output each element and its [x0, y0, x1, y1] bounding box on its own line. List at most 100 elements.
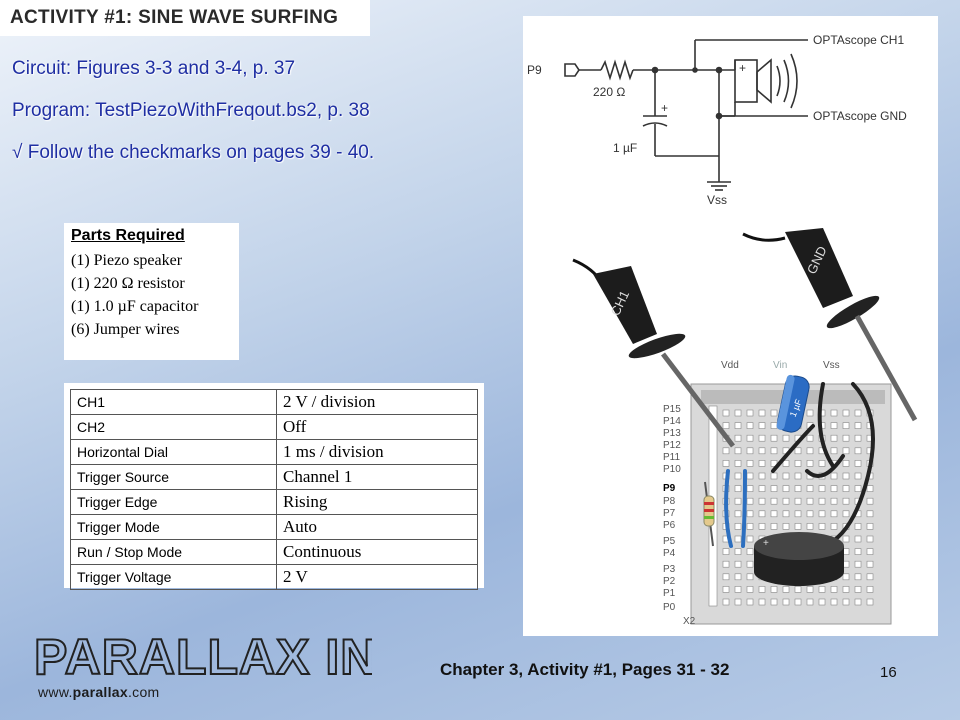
breadboard-hole — [866, 586, 874, 593]
breadboard-hole — [758, 485, 766, 492]
breadboard-hole — [746, 598, 754, 606]
pin-label: X2 — [683, 616, 696, 627]
breadboard-hole — [806, 460, 814, 467]
breadboard-hole — [746, 447, 754, 455]
jumper-wire — [805, 454, 845, 478]
parts-item: (1) 1.0 µF capacitor — [71, 298, 199, 315]
pin-label: P0 — [663, 602, 676, 613]
pin-label: P6 — [663, 520, 676, 531]
header-label: Vdd — [721, 360, 739, 371]
breadboard-hole — [830, 510, 838, 518]
breadboard-hole — [866, 497, 874, 505]
setting-key: Run / Stop Mode — [70, 539, 277, 565]
pin-label: P5 — [663, 536, 676, 547]
breadboard-hole — [782, 434, 790, 442]
pin-label: P3 — [663, 564, 676, 575]
setting-key: Trigger Source — [70, 464, 277, 490]
breadboard-hole — [794, 460, 802, 467]
breadboard-hole — [806, 497, 814, 505]
breadboard-hole — [722, 447, 730, 455]
pin-connector-icon — [564, 63, 580, 77]
program-line: Program: TestPiezoWithFreqout.bs2, p. 38 — [12, 100, 370, 121]
breadboard-hole — [722, 586, 730, 593]
breadboard-hole — [782, 497, 790, 505]
breadboard-hole — [830, 472, 838, 480]
parts-item: (1) 220 Ω resistor — [71, 275, 185, 292]
setting-key: CH2 — [70, 414, 277, 440]
breadboard-hole — [722, 598, 730, 606]
breadboard-hole — [758, 434, 766, 442]
chapter-reference: Chapter 3, Activity #1, Pages 31 - 32 — [440, 660, 730, 679]
breadboard-hole — [782, 460, 790, 467]
breadboard-hole — [806, 447, 814, 455]
breadboard-hole — [782, 485, 790, 492]
breadboard-hole — [830, 434, 838, 442]
pin-label: P10 — [663, 464, 681, 475]
breadboard-hole — [842, 573, 850, 581]
breadboard-hole — [782, 510, 790, 518]
breadboard-hole — [854, 573, 862, 581]
logo-wordmark: PARALLAX INC — [34, 632, 372, 684]
breadboard-hole — [854, 548, 862, 555]
breadboard-hole — [758, 447, 766, 455]
resistor-label: 220 Ω — [593, 85, 625, 99]
breadboard-hole — [854, 447, 862, 455]
breadboard-hole — [770, 598, 778, 606]
breadboard-hole — [854, 460, 862, 467]
jumper-wire — [817, 382, 835, 468]
parts-item: (6) Jumper wires — [71, 321, 180, 338]
piezo-speaker-icon: + — [754, 532, 844, 586]
breadboard-hole — [854, 523, 862, 530]
pin-label: P15 — [663, 404, 681, 415]
breadboard-hole — [746, 535, 754, 543]
breadboard-hole — [794, 598, 802, 606]
gnd-label: OPTAscope GND — [813, 109, 907, 123]
breadboard-hole — [770, 510, 778, 518]
breadboard-hole — [794, 485, 802, 492]
breadboard-hole — [830, 497, 838, 505]
breadboard-hole — [842, 422, 850, 429]
parts-item: (1) Piezo speaker — [71, 252, 183, 269]
breadboard-hole — [734, 434, 742, 442]
breadboard-hole — [734, 598, 742, 606]
breadboard-hole — [818, 497, 826, 505]
breadboard-hole — [866, 598, 874, 606]
parts-required-box: Parts Required (1) Piezo speaker (1) 220… — [64, 223, 239, 360]
breadboard-hole — [734, 510, 742, 518]
breadboard-hole — [770, 523, 778, 530]
setting-key: CH1 — [70, 389, 277, 415]
breadboard-hole — [758, 523, 766, 530]
breadboard-hole — [794, 523, 802, 530]
breadboard-hole — [806, 409, 814, 417]
breadboard-hole — [722, 422, 730, 429]
breadboard-hole — [866, 523, 874, 530]
breadboard-hole — [746, 460, 754, 467]
breadboard-hole — [758, 460, 766, 467]
breadboard-hole — [854, 472, 862, 480]
breadboard-hole — [734, 472, 742, 480]
capacitor-label: 1 µF — [613, 141, 637, 155]
breadboard-hole — [842, 497, 850, 505]
breadboard-hole — [770, 485, 778, 492]
capacitor-icon: 1 µF — [776, 374, 810, 433]
setting-value: Channel 1 — [276, 464, 478, 490]
breadboard-hole — [734, 422, 742, 429]
breadboard-hole — [770, 422, 778, 429]
breadboard-hole — [722, 573, 730, 581]
breadboard-hole — [770, 409, 778, 417]
breadboard-hole — [794, 510, 802, 518]
breadboard-hole — [746, 409, 754, 417]
breadboard-hole — [866, 560, 874, 568]
breadboard-hole — [806, 485, 814, 492]
breadboard-hole — [842, 586, 850, 593]
breadboard-hole — [758, 598, 766, 606]
breadboard-hole — [866, 510, 874, 518]
breadboard-hole — [734, 523, 742, 530]
breadboard-hole — [746, 560, 754, 568]
setting-value: 1 ms / division — [276, 439, 478, 465]
